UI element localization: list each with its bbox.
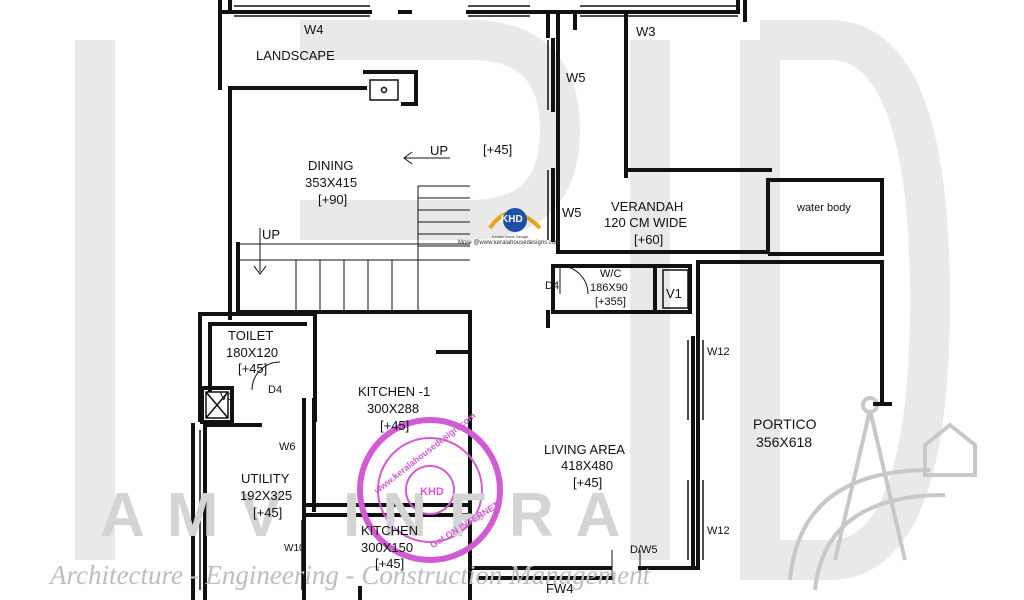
room-dining-level: [+90]	[318, 192, 348, 207]
stair-arrows	[253, 151, 450, 275]
label-w12-bottom: W12	[707, 525, 730, 537]
room-dining-name: DINING	[308, 158, 354, 173]
label-w10: W10	[284, 543, 305, 554]
label-v1-wc: V1	[666, 286, 682, 301]
label-verandah-level: [+45]	[483, 142, 513, 157]
room-verandah-size: 120 CM WIDE	[604, 215, 688, 230]
sink-fixture	[369, 79, 399, 101]
room-kitchen1-level: [+45]	[380, 418, 410, 433]
label-up-stair: UP	[262, 227, 281, 242]
stamp-circle	[357, 417, 503, 563]
label-v1-toilet: V1	[220, 391, 234, 403]
room-living-size: 418X480	[561, 458, 614, 473]
room-water-body-name: water body	[797, 202, 851, 214]
room-dining-size: 353X415	[305, 175, 358, 190]
room-verandah-name: VERANDAH	[611, 199, 684, 214]
room-toilet-name: TOILET	[228, 328, 274, 343]
label-d4-toilet: D4	[268, 384, 283, 396]
windows	[199, 5, 738, 590]
label-w3: W3	[636, 24, 656, 39]
logo-brand: KHD	[501, 214, 523, 225]
room-living-level: [+45]	[573, 475, 603, 490]
room-toilet-level: [+45]	[238, 361, 268, 376]
room-toilet-size: 180X120	[226, 345, 279, 360]
label-fw4: FW4	[546, 581, 574, 596]
stamp-center-khd: KHD	[420, 486, 444, 498]
ventilator-boxes	[205, 269, 689, 419]
walls	[191, 0, 892, 600]
room-utility-level: [+45]	[253, 505, 283, 520]
logo-tagline: Kerala home Design	[492, 234, 529, 239]
room-kitchen1-name: KITCHEN -1	[358, 384, 431, 399]
logo-more-link: More @www.keralahousedesigns.com	[458, 240, 561, 246]
room-wc-level: [+355]	[595, 296, 626, 308]
room-portico-size: 356X618	[756, 434, 813, 450]
room-utility-size: 192X325	[240, 488, 293, 503]
label-w12-top: W12	[707, 346, 730, 358]
room-kitchen-level: [+45]	[375, 556, 405, 571]
room-living-name: LIVING AREA	[544, 442, 625, 457]
label-dw5: D/W5	[630, 544, 658, 556]
label-w4: W4	[304, 22, 324, 37]
watermark-company-name: AMV INFRA	[100, 481, 643, 550]
compass-house-logo	[788, 396, 977, 591]
room-landscape-name: LANDSCAPE	[256, 48, 335, 63]
room-kitchen-size: 300X150	[361, 540, 414, 555]
doors	[251, 265, 641, 580]
room-verandah-level: [+60]	[634, 232, 664, 247]
label-w5-bottom: W5	[562, 205, 582, 220]
label-w5-top: W5	[566, 70, 586, 85]
room-wc-size: 186X90	[590, 282, 628, 294]
label-w6: W6	[279, 441, 296, 453]
khd-logo-mark	[488, 208, 542, 232]
room-utility-name: UTILITY	[241, 471, 290, 486]
room-kitchen-name: KITCHEN	[361, 523, 419, 538]
room-portico-name: PORTICO	[753, 416, 817, 432]
watermark-tagline: Architecture - Engineering - Constructio…	[50, 560, 651, 590]
room-kitchen1-size: 300X288	[367, 401, 420, 416]
label-d4-wc: D4	[545, 280, 560, 292]
label-up-dining: UP	[430, 143, 449, 158]
stair-treads	[238, 185, 470, 312]
room-wc-name: W/C	[600, 268, 622, 280]
